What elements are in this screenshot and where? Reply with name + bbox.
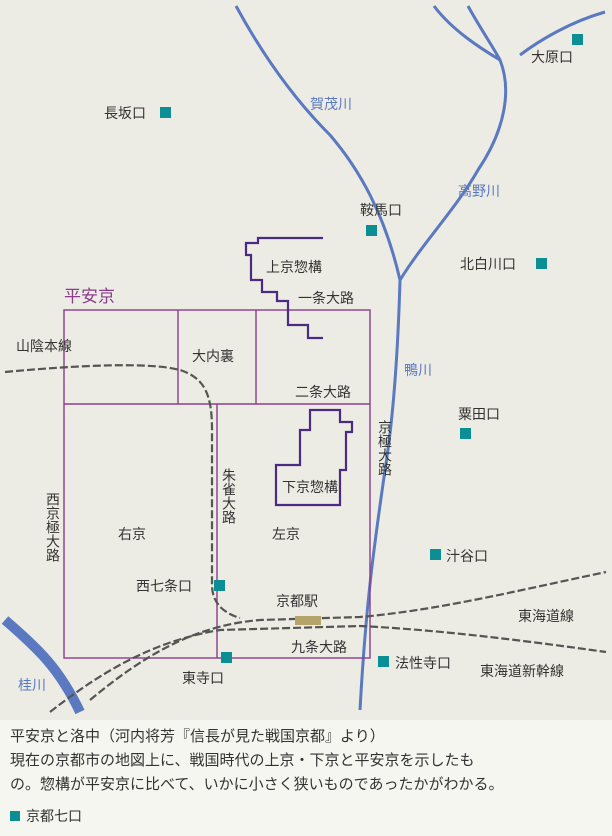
caption-text-1: 現在の京都市の地図上に、戦国時代の上京・下京と平安京を示したも: [10, 751, 475, 769]
ichijo-label: 一条大路: [298, 290, 354, 307]
suzaku-label: 朱雀大路: [220, 468, 236, 524]
heian-grid: [63, 309, 371, 659]
kyoto-station-label: 京都駅: [276, 594, 318, 610]
gate-nagasaka-label: 長坂口: [104, 106, 146, 122]
kyogoku-label: 京極大路: [376, 420, 392, 476]
takano-river-branch: [466, 5, 502, 61]
gate-awata-label: 粟田口: [458, 407, 500, 423]
gate-nishishichijo-label: 西七条口: [136, 578, 192, 595]
gate-nagasaka-marker: [160, 107, 171, 118]
gate-toji-label: 東寺口: [182, 671, 224, 687]
tokaido-line-rail: [89, 570, 607, 701]
heian-kyo-label: 平安京: [64, 287, 115, 307]
gate-kurama-marker: [366, 225, 377, 236]
ohara-river-line: [519, 10, 606, 57]
shimogyo-sokamae: [274, 408, 354, 507]
gate-hosshoji-label: 法性寺口: [395, 656, 451, 672]
gate-square-icon: [10, 811, 20, 821]
caption-title: 平安京と洛中（河内将芳『信長が見た戦国京都』より）: [10, 727, 385, 745]
legend-label: 京都七口: [26, 809, 82, 825]
ukyo-label: 右京: [118, 527, 146, 543]
kamigyo-sokamae: [244, 236, 323, 340]
legend: 京都七口: [10, 806, 82, 826]
sanin-line-rail: [4, 364, 241, 620]
gate-ohara-marker: [572, 34, 583, 45]
kyoto-station-mark: [295, 616, 321, 625]
takano-river-label: 高野川: [458, 183, 500, 200]
gate-awata-marker: [460, 428, 471, 439]
sanin-line-label: 山陰本線: [16, 339, 72, 355]
kujo-label: 九条大路: [291, 639, 347, 656]
shinkansen-label: 東海道新幹線: [480, 663, 564, 680]
tokaido-label: 東海道線: [518, 609, 574, 625]
gate-toji-marker: [221, 652, 232, 663]
kamo-river-label: 鴨川: [404, 363, 432, 379]
shimogyo-label: 下京惣構: [282, 480, 338, 496]
nishi-kyogoku-label: 西京極大路: [44, 492, 60, 562]
shinkansen-rail: [49, 624, 607, 713]
daidairi-label: 大内裏: [192, 348, 234, 365]
gate-shirutani-label: 汁谷口: [446, 549, 488, 565]
kamo-river-line: [358, 279, 402, 711]
katsura-river-label: 桂川: [18, 678, 46, 694]
takano-river-line: [398, 5, 508, 281]
caption: 平安京と洛中（河内将芳『信長が見た戦国京都』より） 現在の京都市の地図上に、戦国…: [10, 724, 606, 796]
gate-kitashirakawa-marker: [536, 258, 547, 269]
gate-kurama-label: 鞍馬口: [360, 203, 402, 219]
gate-shirutani-marker: [430, 549, 441, 560]
caption-text-2: の。惣構が平安京に比べて、いかに小さく狭いものであったかがわかる。: [10, 775, 504, 793]
gate-nishishichijo-marker: [214, 580, 225, 591]
gate-hosshoji-marker: [378, 656, 389, 667]
kamo-river-upper-line: [234, 5, 402, 281]
map-background: [0, 0, 612, 720]
kamo-river-upper-label: 賀茂川: [310, 96, 352, 113]
kamigyo-label: 上京惣構: [266, 260, 322, 276]
kyoto-map: 平安京 上京惣構 一条大路 山陰本線 大内裏 二条大路 下京惣構 右京 左京 京…: [0, 0, 612, 720]
katsura-river-line: [1, 616, 85, 715]
nijo-label: 二条大路: [295, 384, 351, 401]
sakyo-label: 左京: [272, 527, 300, 543]
gate-ohara-label: 大原口: [531, 50, 573, 66]
gate-kitashirakawa-label: 北白川口: [460, 257, 516, 273]
